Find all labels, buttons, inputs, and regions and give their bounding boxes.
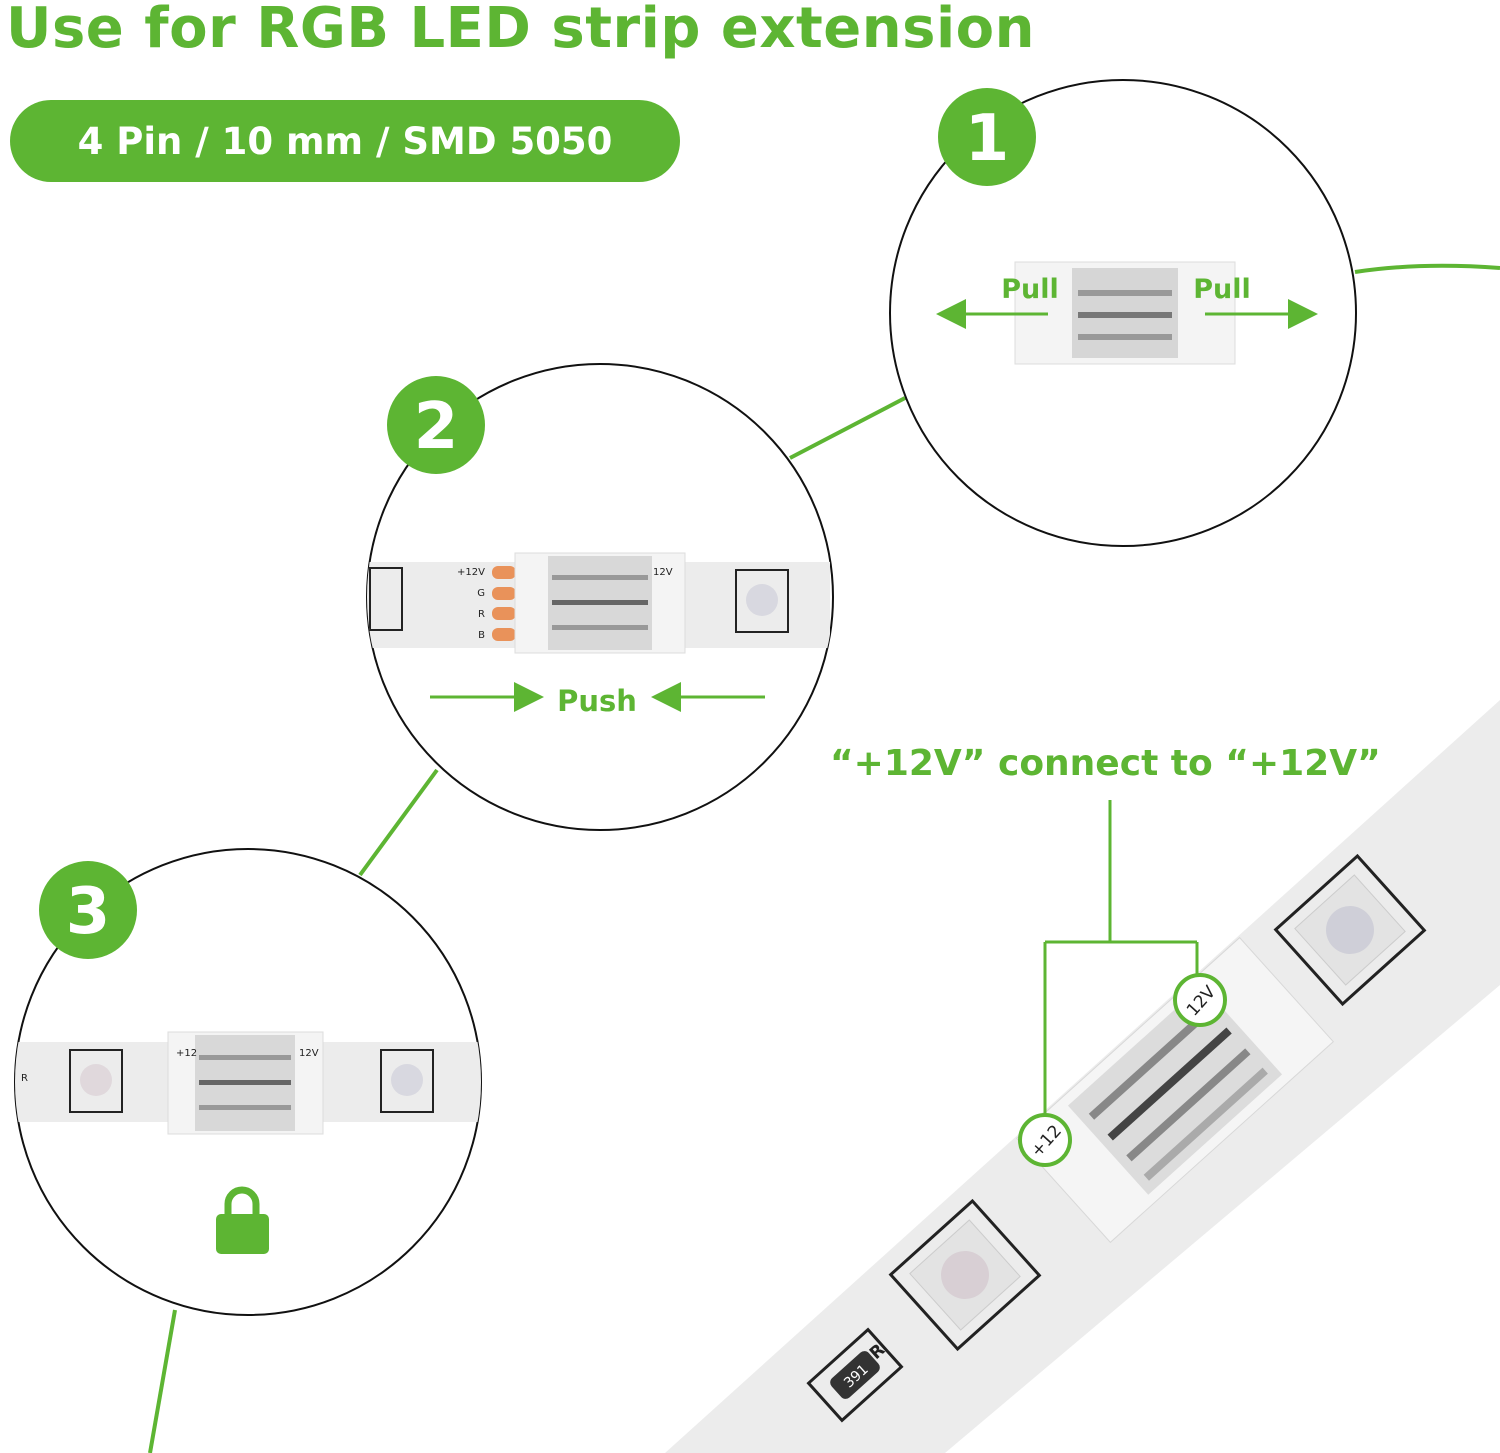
spec-pill: 4 Pin / 10 mm / SMD 5050 — [10, 100, 680, 182]
step-2-panel: +12V G R B 12V Push 2 — [366, 363, 834, 831]
step-1-badge: 1 — [965, 102, 1010, 176]
led-chip — [1273, 853, 1427, 1007]
pull-right-label: Pull — [1193, 274, 1251, 305]
spec-text: 4 Pin / 10 mm / SMD 5050 — [77, 119, 613, 163]
resistor: 391 — [806, 1327, 904, 1423]
pin-g: G — [477, 588, 485, 599]
connector-lines — [148, 263, 1500, 1453]
connect-caption: “+12V” connect to “+12V” — [830, 743, 1381, 784]
step-3-panel: +12 12V R 3 — [14, 848, 482, 1316]
pin-12v: +12V — [457, 567, 485, 578]
right-12v-label: 12V — [299, 1048, 319, 1059]
edge-r-label: R — [21, 1073, 28, 1084]
connector-clip — [1015, 936, 1335, 1244]
led-chip — [888, 1198, 1042, 1352]
page-title: Use for RGB LED strip extension — [6, 0, 1035, 61]
push-label: Push — [557, 684, 637, 718]
step-1-panel: Pull Pull 1 — [889, 79, 1357, 547]
step-3-badge: 3 — [66, 875, 111, 949]
step-2-badge: 2 — [414, 390, 459, 464]
lock-icon — [216, 1186, 269, 1254]
pin-r: R — [478, 609, 485, 620]
left-12-label: +12 — [176, 1048, 197, 1059]
led-strip-detail: 391 R “+12V” connect to “+12V” 12V +12 — [665, 700, 1500, 1453]
pull-left-label: Pull — [1001, 274, 1059, 305]
right-12v-label: 12V — [653, 567, 673, 578]
pin-b: B — [478, 630, 485, 641]
